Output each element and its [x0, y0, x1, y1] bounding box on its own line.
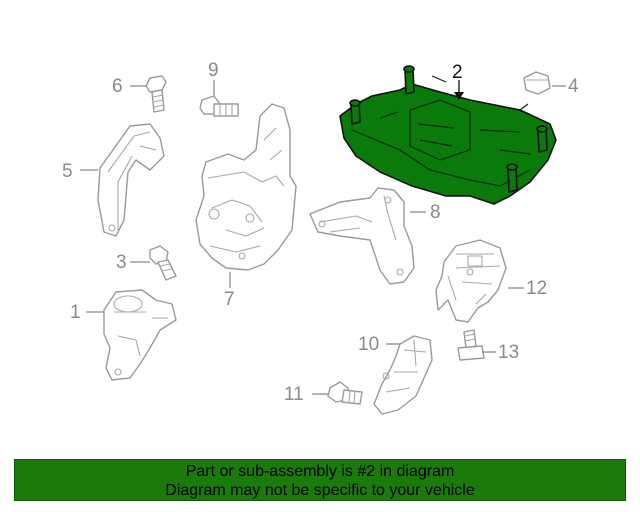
- callout-6[interactable]: 6: [112, 76, 123, 97]
- banner-line-1: Part or sub-assembly is #2 in diagram: [185, 463, 455, 480]
- callout-13[interactable]: 13: [498, 342, 519, 363]
- part-1-mount[interactable]: [103, 289, 177, 381]
- part-6-bolt[interactable]: [145, 75, 167, 113]
- callout-3[interactable]: 3: [116, 252, 127, 273]
- part-5-bracket[interactable]: [97, 123, 165, 237]
- callout-9[interactable]: 9: [208, 60, 219, 81]
- callout-1[interactable]: 1: [70, 302, 81, 323]
- part-2-mount-highlighted[interactable]: [339, 65, 557, 205]
- callout-8[interactable]: 8: [430, 202, 441, 223]
- part-4-nut[interactable]: [523, 71, 551, 95]
- leader-2-arrow: [454, 92, 464, 100]
- callout-10[interactable]: 10: [358, 334, 379, 355]
- part-11-bolt[interactable]: [327, 381, 363, 405]
- callout-2[interactable]: 2: [452, 62, 463, 83]
- callout-4[interactable]: 4: [568, 76, 579, 97]
- callout-7[interactable]: 7: [224, 289, 235, 310]
- parts-diagram: 6 9 5 3 1 7: [62, 60, 579, 415]
- part-9-bolt[interactable]: [199, 95, 239, 117]
- callout-12[interactable]: 12: [526, 278, 547, 299]
- part-7-bracket[interactable]: [195, 103, 297, 271]
- part-10-bracket[interactable]: [373, 335, 433, 415]
- part-8-bracket[interactable]: [309, 187, 415, 285]
- part-13-bolt[interactable]: [457, 329, 485, 361]
- info-banner: Part or sub-assembly is #2 in diagram Di…: [14, 459, 626, 501]
- part-12-mount[interactable]: [435, 239, 507, 323]
- callout-11[interactable]: 11: [284, 384, 304, 405]
- part-3-bolt[interactable]: [149, 245, 177, 281]
- banner-line-2: Diagram may not be specific to your vehi…: [165, 482, 475, 499]
- callout-5[interactable]: 5: [62, 161, 73, 182]
